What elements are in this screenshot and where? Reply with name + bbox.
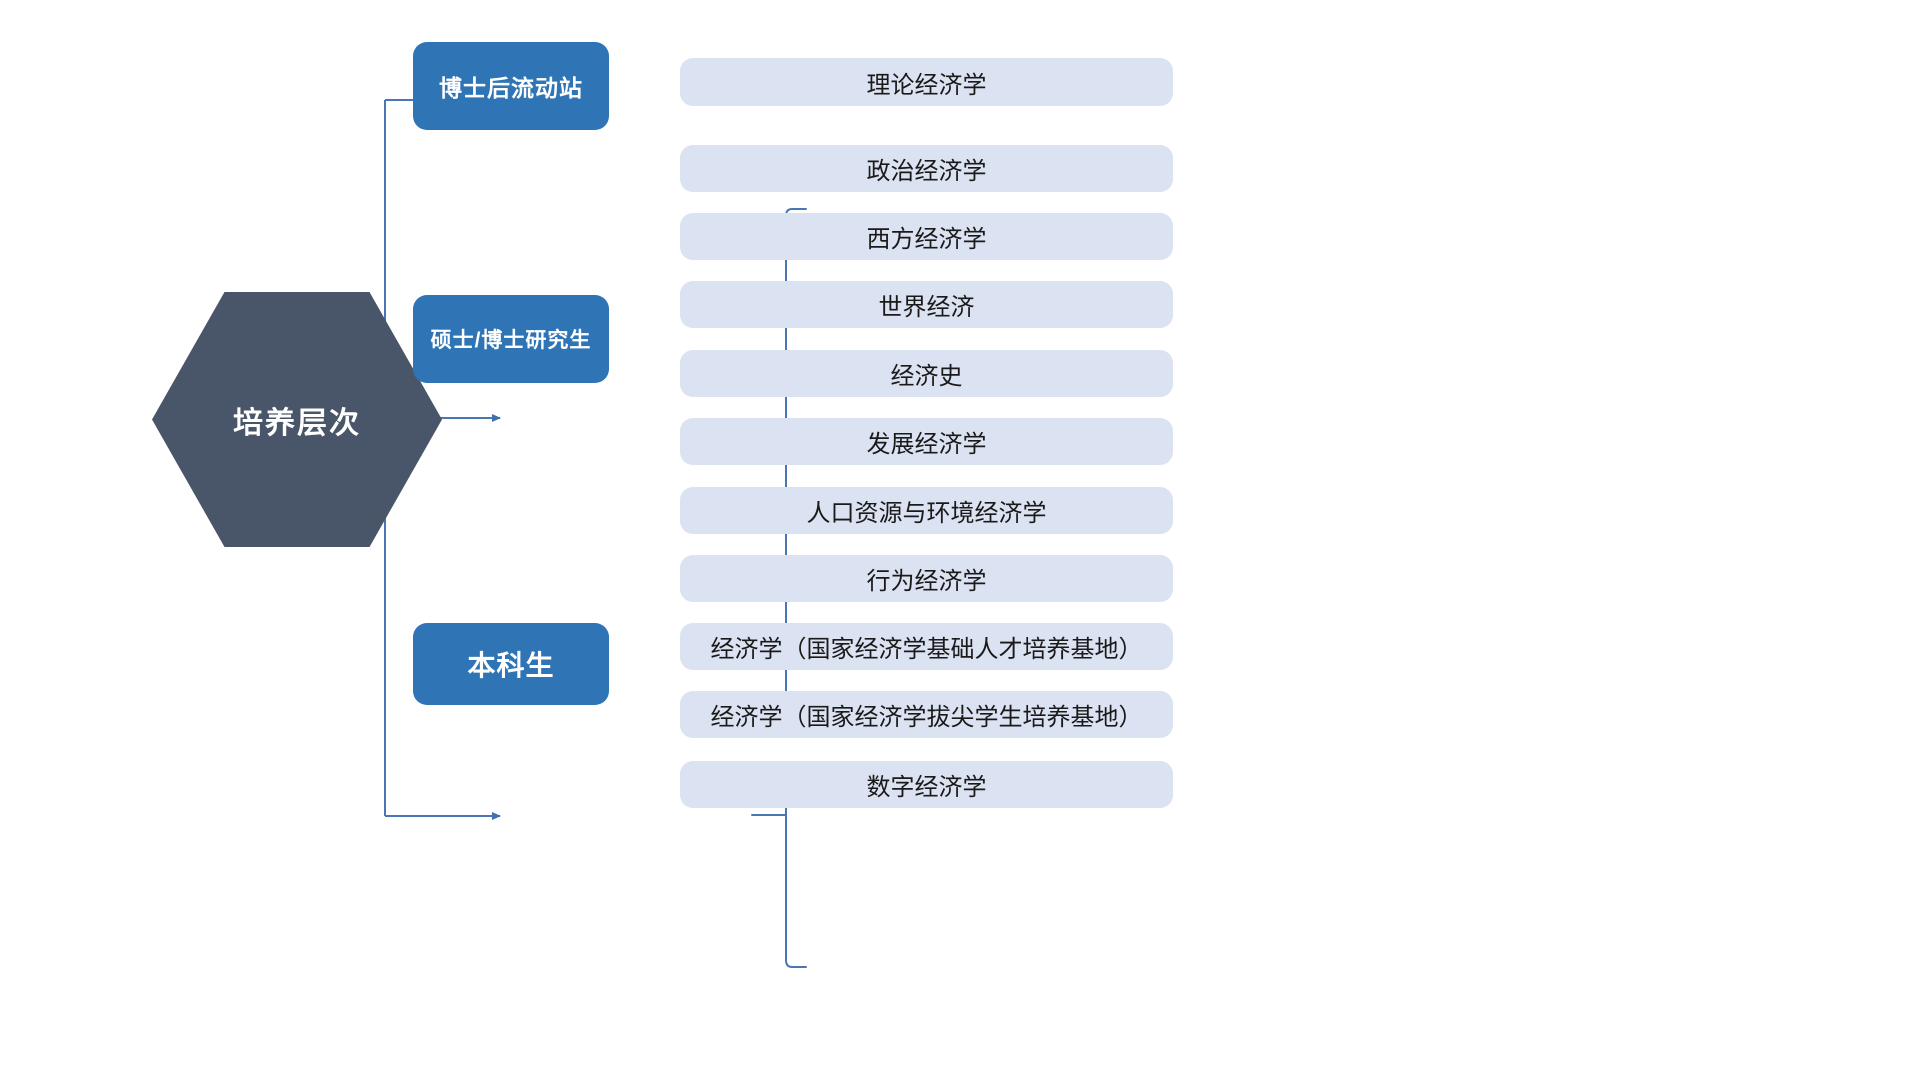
leaf-box-label: 经济史 — [890, 362, 963, 390]
level-box-postdoc[interactable]: 博士后流动站 — [413, 42, 609, 130]
leaf-box-西方经济学[interactable]: 西方经济学 — [680, 213, 1173, 260]
leaf-box-数字经济学[interactable]: 数字经济学 — [680, 761, 1173, 808]
leaf-box-经济史[interactable]: 经济史 — [680, 350, 1173, 397]
leaf-box-label: 行为经济学 — [866, 567, 987, 595]
leaf-box-label: 理论经济学 — [866, 70, 987, 99]
root-node-label: 培养层次 — [233, 406, 361, 440]
leaf-box-label: 政治经济学 — [866, 157, 987, 185]
leaf-box-经济学国家经济学基础人才培养基地[interactable]: 经济学（国家经济学基础人才培养基地） — [680, 623, 1173, 670]
leaf-box-label: 人口资源与环境经济学 — [806, 499, 1047, 527]
leaf-box-label: 数字经济学 — [866, 773, 987, 801]
level-box-undergraduate-label: 本科生 — [467, 650, 555, 681]
leaf-box-行为经济学[interactable]: 行为经济学 — [680, 555, 1173, 602]
leaf-box-人口资源与环境经济学[interactable]: 人口资源与环境经济学 — [680, 487, 1173, 534]
leaf-box-label: 世界经济 — [878, 293, 975, 321]
leaf-box-政治经济学[interactable]: 政治经济学 — [680, 145, 1173, 192]
level-box-graduate[interactable]: 硕士/博士研究生 — [413, 295, 609, 383]
leaf-box-理论经济学[interactable]: 理论经济学 — [680, 58, 1173, 106]
leaf-box-label: 发展经济学 — [866, 430, 987, 458]
level-box-graduate-label: 硕士/博士研究生 — [430, 329, 592, 352]
level-box-postdoc-label: 博士后流动站 — [439, 75, 583, 101]
root-node-培养层次[interactable]: 培养层次 — [152, 292, 442, 547]
leaf-box-发展经济学[interactable]: 发展经济学 — [680, 418, 1173, 465]
leaf-box-世界经济[interactable]: 世界经济 — [680, 281, 1173, 328]
leaf-box-label: 经济学（国家经济学基础人才培养基地） — [710, 635, 1143, 663]
leaf-box-经济学国家经济学拔尖学生培养基地[interactable]: 经济学（国家经济学拔尖学生培养基地） — [680, 691, 1173, 738]
undergraduate-bracket — [785, 796, 807, 968]
level-box-undergraduate[interactable]: 本科生 — [413, 623, 609, 705]
leaf-box-label: 经济学（国家经济学拔尖学生培养基地） — [710, 703, 1143, 731]
leaf-box-label: 西方经济学 — [866, 225, 987, 253]
